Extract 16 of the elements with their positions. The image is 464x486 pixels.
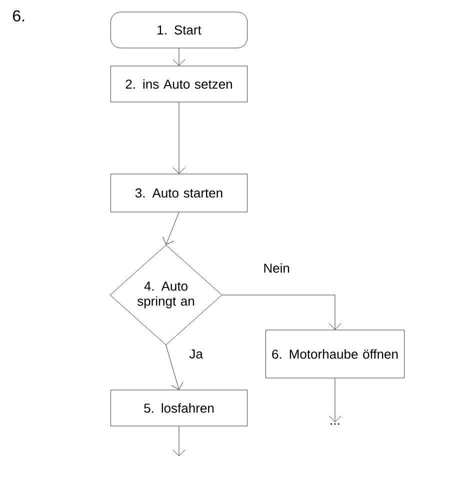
start-box: 1. Start — [110, 12, 248, 48]
arrow — [162, 212, 180, 245]
arrow — [166, 345, 184, 390]
arrow — [172, 426, 186, 456]
arrow — [328, 378, 342, 422]
continuation-text: ... — [330, 423, 340, 425]
arrow — [222, 294, 342, 330]
edge-label: Ja — [188, 348, 204, 360]
process-box: 2. ins Auto setzen — [110, 66, 248, 102]
process-box: 6. Motorhaube öffnen — [265, 330, 405, 378]
edge-label: Nein — [262, 262, 291, 274]
arrow — [172, 102, 186, 174]
process-box: 5. losfahren — [110, 390, 248, 426]
process-box: 3. Auto starten — [110, 174, 248, 212]
figure-number: 6. — [13, 10, 24, 22]
arrow — [172, 48, 186, 66]
